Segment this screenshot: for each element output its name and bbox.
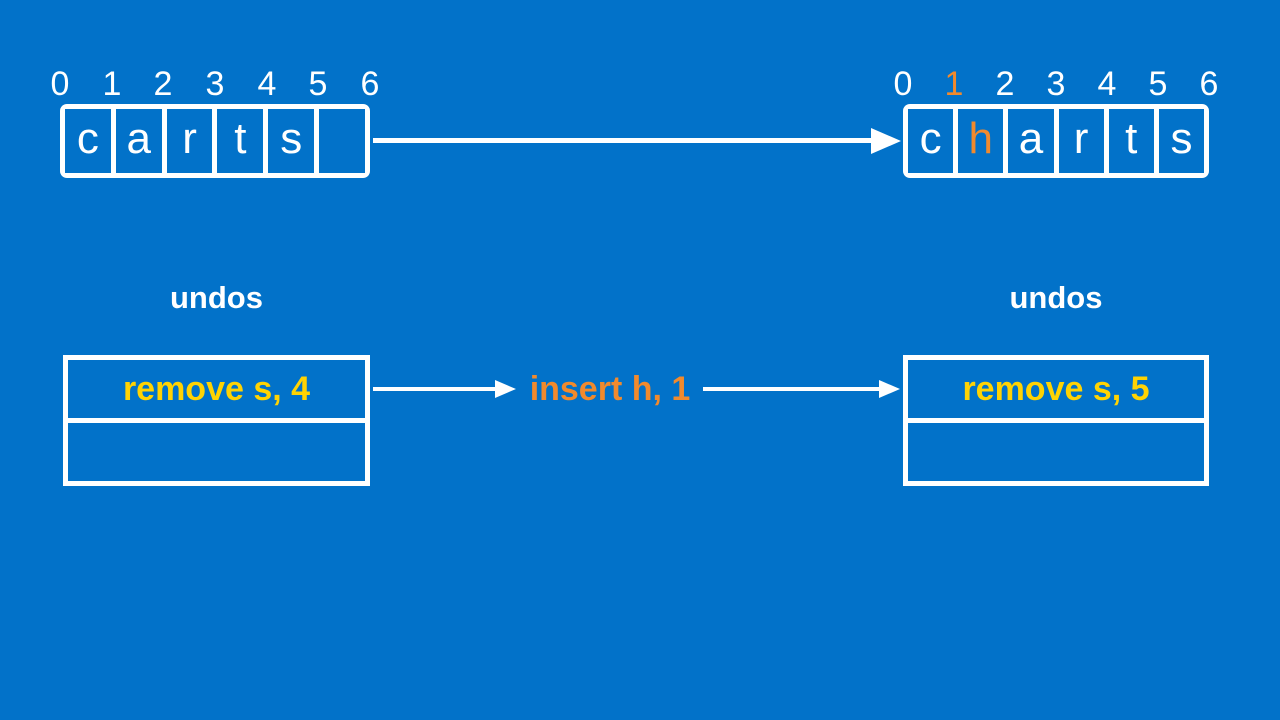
stack-row: remove s, 4	[122, 370, 311, 408]
right-array-index-0: 0	[893, 65, 913, 103]
right-array-index-1-highlighted: 1	[944, 65, 964, 103]
stack-row: remove s, 5	[962, 370, 1150, 408]
array-cell: t	[217, 109, 264, 173]
right-char-array: c h a r t s	[903, 104, 1209, 178]
left-array-index-0: 0	[50, 65, 70, 103]
left-stack-label: undos	[170, 280, 263, 315]
left-undo-stack: remove s, 4	[63, 355, 370, 486]
right-array-index-2: 2	[995, 65, 1015, 103]
arrow-head-icon	[495, 380, 516, 398]
left-char-array: c a r t s	[60, 104, 370, 178]
array-cell: c	[65, 109, 111, 173]
right-stack-label: undos	[1009, 280, 1103, 315]
right-undo-stack: remove s, 5	[903, 355, 1209, 486]
array-cell-empty	[319, 109, 365, 173]
arrow-head-icon	[879, 380, 900, 398]
arrow-head-icon	[871, 128, 901, 154]
array-cell-highlighted: h	[958, 109, 1004, 173]
arrow-line-arrays	[373, 138, 871, 143]
left-array-index-3: 3	[205, 65, 225, 103]
left-array-index-1: 1	[102, 65, 122, 103]
left-array-index-5: 5	[308, 65, 328, 103]
left-array-index-4: 4	[257, 65, 277, 103]
right-array-index-6: 6	[1199, 65, 1219, 103]
stack-row-empty	[908, 418, 1204, 481]
array-cell: a	[115, 109, 162, 173]
array-cell: t	[1108, 109, 1154, 173]
array-cell: r	[1058, 109, 1104, 173]
left-array-index-2: 2	[153, 65, 173, 103]
array-cell: s	[1158, 109, 1205, 173]
stack-row-empty	[68, 418, 365, 481]
array-cell: c	[908, 109, 954, 173]
array-cell: a	[1008, 109, 1054, 173]
array-cell: r	[166, 109, 213, 173]
arrow-line-stack-to-label	[373, 387, 496, 391]
right-array-index-3: 3	[1046, 65, 1066, 103]
arrow-line-label-to-stack	[703, 387, 880, 391]
right-array-index-4: 4	[1097, 65, 1117, 103]
array-cell: s	[268, 109, 315, 173]
right-array-index-5: 5	[1148, 65, 1168, 103]
transition-operation-label: insert h, 1	[529, 370, 691, 408]
left-array-index-6: 6	[360, 65, 380, 103]
